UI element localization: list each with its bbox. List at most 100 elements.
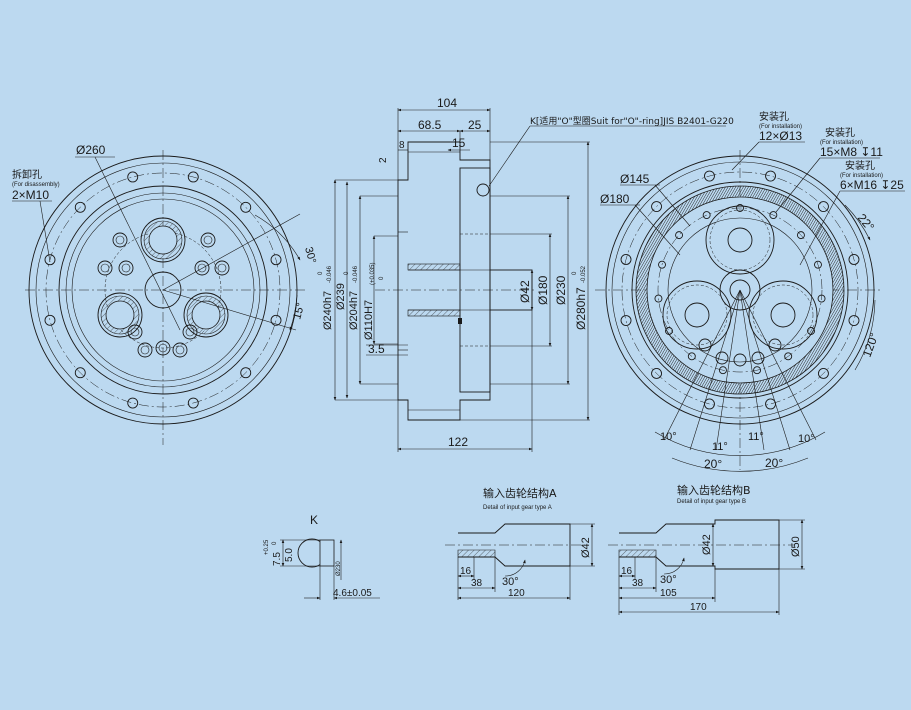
angle-10-right: 10° (798, 433, 815, 445)
dim-8: 8 (399, 140, 405, 151)
detail-b-title-en: Detail of input gear type B (677, 499, 746, 505)
pin-hole (112, 232, 128, 248)
bolt-hole (187, 397, 199, 409)
pin-hole (194, 260, 210, 276)
dim-239: Ø239 (335, 283, 347, 310)
tapped-hole (658, 260, 666, 269)
dim-280: Ø280h7 (574, 287, 588, 330)
install-spec-1: 12×Ø13 (759, 129, 802, 143)
detail-b-dim-16: 16 (621, 566, 633, 577)
angle-11-right: 11° (748, 431, 764, 443)
bolt-hole (270, 254, 282, 266)
pin-hole-inner (115, 235, 125, 245)
detail-k-dim-7-5: 7.5 (272, 552, 283, 566)
install-en-2: (For installation) (820, 140, 863, 146)
bolt-hole (127, 171, 139, 183)
bolt-hole (127, 397, 139, 409)
pin-hole-inner (140, 345, 150, 355)
pin-hole (97, 260, 113, 276)
bolt-hole (765, 398, 776, 410)
angle-20-right: 20° (765, 456, 783, 470)
install-spec-3: 6×M16 ↧25 (840, 178, 904, 192)
mounting-hole (751, 351, 765, 365)
dim-104: 104 (437, 96, 457, 110)
dim-110: Ø110H7 (363, 300, 375, 340)
dim-280-tol-upper: 0 (572, 271, 578, 275)
bolt-hole (187, 171, 199, 183)
bolt-hole (240, 367, 252, 379)
pin-hole-inner (121, 263, 131, 273)
detail-k-dim-d230: Ø230 (336, 561, 342, 576)
bolt-hole (240, 201, 252, 213)
detail-a-title-cn: 输入齿轮结构A (483, 486, 557, 500)
pin-hole-inner (100, 263, 110, 273)
bolt-hole (620, 254, 632, 265)
left-front-view: Ø260 拆卸孔 (For disassembly) 2×M10 30° 15° (12, 143, 318, 445)
pin-hole (137, 342, 153, 358)
bolt-hole (704, 170, 715, 182)
install-cn-2: 安装孔 (825, 126, 855, 139)
detail-b-dim-50: Ø50 (790, 536, 802, 557)
tapped-hole (687, 352, 696, 361)
detail-a-dim-38: 38 (471, 578, 483, 589)
detail-b-dim-42: Ø42 (701, 534, 713, 555)
angle-22: 22° (855, 211, 878, 234)
detail-k-tol-zero: 0 (272, 541, 278, 545)
install-en-1: (For installation) (759, 124, 802, 130)
detail-b-title-cn: 输入齿轮结构B (677, 483, 751, 497)
dim-110-tol-upper: (+0.035) (370, 262, 376, 285)
section-view: 104 68.5 25 8 2 15 Ø240h7 0 -0.046 Ø239 … (318, 96, 734, 452)
tapped-hole (784, 352, 793, 361)
bolt-hole (74, 367, 86, 379)
left-bearing-left (97, 292, 143, 338)
dim-122: 122 (448, 435, 468, 449)
detail-a-dim-42: Ø42 (580, 537, 592, 558)
pin-hole (182, 324, 198, 340)
pin-hole (172, 342, 188, 358)
dim-240-tol-lower: -0.046 (327, 265, 333, 283)
dim-42: Ø42 (518, 280, 532, 303)
pin-hole-inner (158, 343, 168, 353)
pin-hole (214, 260, 230, 276)
pin-hole-inner (203, 235, 213, 245)
tapped-hole (654, 294, 663, 303)
dim-180: Ø180 (536, 275, 550, 305)
dim-2: 2 (378, 157, 389, 163)
bolt-hole (817, 201, 829, 213)
bolt-hole (44, 254, 56, 266)
detail-b-dim-105: 105 (660, 588, 677, 599)
tapped-hole (719, 366, 727, 375)
dim-145: Ø145 (620, 172, 650, 186)
detail-k-dim-4-6: 4.6±0.05 (333, 588, 372, 599)
left-bearing-right (183, 292, 229, 338)
dim-204: Ø204h7 (348, 291, 360, 330)
tapped-hole (814, 260, 822, 269)
pin-hole-inner (175, 345, 185, 355)
tapped-hole (796, 231, 805, 240)
tapped-hole (753, 366, 761, 375)
detail-k-dim-5: 5.0 (284, 548, 295, 562)
dim-204-tol-upper: 0 (344, 271, 350, 275)
tapped-hole (675, 231, 684, 240)
dim-110-tol-lower: 0 (379, 276, 385, 280)
bolt-hole (270, 314, 282, 326)
install-en-3: (For installation) (840, 173, 883, 179)
dim-280-tol-lower: -0.052 (581, 265, 587, 283)
angle-30: 30° (302, 246, 318, 265)
detail-a-dim-120: 120 (508, 588, 525, 599)
pin-hole (118, 260, 134, 276)
angle-10-left: 10° (660, 431, 677, 443)
tapped-hole (817, 294, 826, 303)
dim-25: 25 (468, 118, 482, 132)
detail-k: K 7.5 5.0 +0.25 0 Ø230 4.6±0.05 (264, 513, 380, 600)
oring-note: K[适用"O"型圈Suit for"O"-ring]JIS B2401-G220 (530, 116, 734, 127)
detail-a-dim-16: 16 (460, 566, 472, 577)
detail-k-title: K (310, 513, 318, 527)
pin-hole-inner (197, 263, 207, 273)
pin-hole-inner (217, 263, 227, 273)
bolt-hole (651, 201, 663, 213)
bolt-hole (765, 170, 776, 182)
detail-b-dim-170: 170 (690, 602, 707, 613)
detail-b-dim-30: 30° (660, 574, 677, 586)
